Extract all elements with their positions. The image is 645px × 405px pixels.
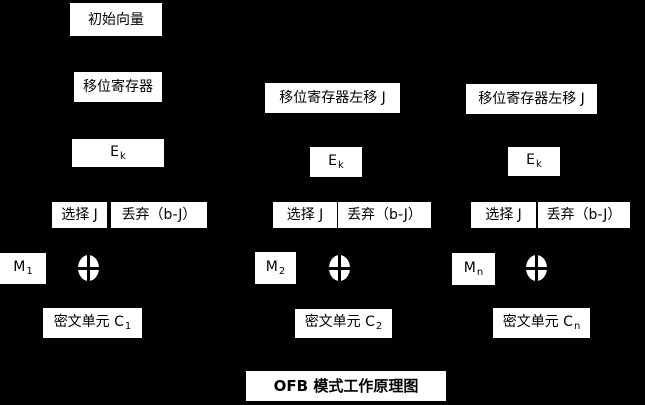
select-label-1: 选择 J bbox=[61, 207, 98, 223]
xor-icon-3 bbox=[526, 255, 547, 281]
shift-register-box-1: 移位寄存器 bbox=[74, 72, 162, 102]
encrypt-box-1: Ek bbox=[72, 139, 164, 167]
xor-horizontal-line bbox=[329, 266, 350, 270]
discard-label-2: 丢弃（b-J） bbox=[347, 207, 422, 223]
select-box-2: 选择 J bbox=[273, 202, 337, 228]
select-box-3: 选择 J bbox=[471, 202, 536, 228]
xor-icon-2 bbox=[329, 255, 350, 281]
discard-label-1: 丢弃（b-J） bbox=[121, 207, 197, 223]
encrypt-label-3: Ek bbox=[526, 152, 542, 170]
initial-vector-label: 初始向量 bbox=[88, 11, 144, 28]
cipher-unit-label-3: 密文单元 Cn bbox=[502, 313, 581, 332]
select-box-1: 选择 J bbox=[52, 202, 107, 228]
message-label-3: Mn bbox=[463, 259, 484, 278]
message-label-1: M1 bbox=[13, 259, 33, 277]
discard-box-2: 丢弃（b-J） bbox=[338, 202, 431, 228]
encrypt-box-3: Ek bbox=[508, 147, 560, 176]
shift-register-box-3: 移位寄存器左移 J bbox=[466, 84, 597, 114]
message-box-1: M1 bbox=[0, 253, 46, 284]
shift-register-label-1: 移位寄存器 bbox=[83, 79, 153, 95]
encrypt-label-1: Ek bbox=[110, 143, 126, 162]
initial-vector-box: 初始向量 bbox=[70, 3, 162, 36]
diagram-title: OFB 模式工作原理图 bbox=[246, 371, 446, 401]
discard-label-3: 丢弃（b-J） bbox=[546, 207, 622, 223]
encrypt-label-2: Ek bbox=[328, 152, 344, 171]
select-label-2: 选择 J bbox=[286, 207, 324, 223]
xor-horizontal-line bbox=[526, 266, 547, 270]
message-box-3: Mn bbox=[452, 253, 495, 285]
cipher-unit-label-2: 密文单元 C2 bbox=[304, 314, 383, 332]
message-box-2: M2 bbox=[255, 252, 296, 284]
cipher-unit-box-1: 密文单元 C1 bbox=[43, 308, 142, 338]
shift-register-box-2: 移位寄存器左移 J bbox=[265, 83, 400, 113]
discard-box-3: 丢弃（b-J） bbox=[538, 202, 630, 228]
xor-horizontal-line bbox=[78, 266, 99, 270]
message-label-2: M2 bbox=[265, 258, 286, 277]
select-label-3: 选择 J bbox=[485, 207, 522, 223]
shift-register-label-3: 移位寄存器左移 J bbox=[478, 91, 585, 107]
cipher-unit-box-3: 密文单元 Cn bbox=[493, 308, 590, 338]
discard-box-1: 丢弃（b-J） bbox=[111, 202, 207, 228]
cipher-unit-label-1: 密文单元 C1 bbox=[53, 313, 132, 332]
diagram-title-label: OFB 模式工作原理图 bbox=[273, 376, 419, 395]
cipher-unit-box-2: 密文单元 C2 bbox=[295, 309, 392, 338]
shift-register-label-2: 移位寄存器左移 J bbox=[279, 90, 386, 106]
xor-icon-1 bbox=[78, 255, 99, 281]
encrypt-box-2: Ek bbox=[310, 147, 362, 177]
